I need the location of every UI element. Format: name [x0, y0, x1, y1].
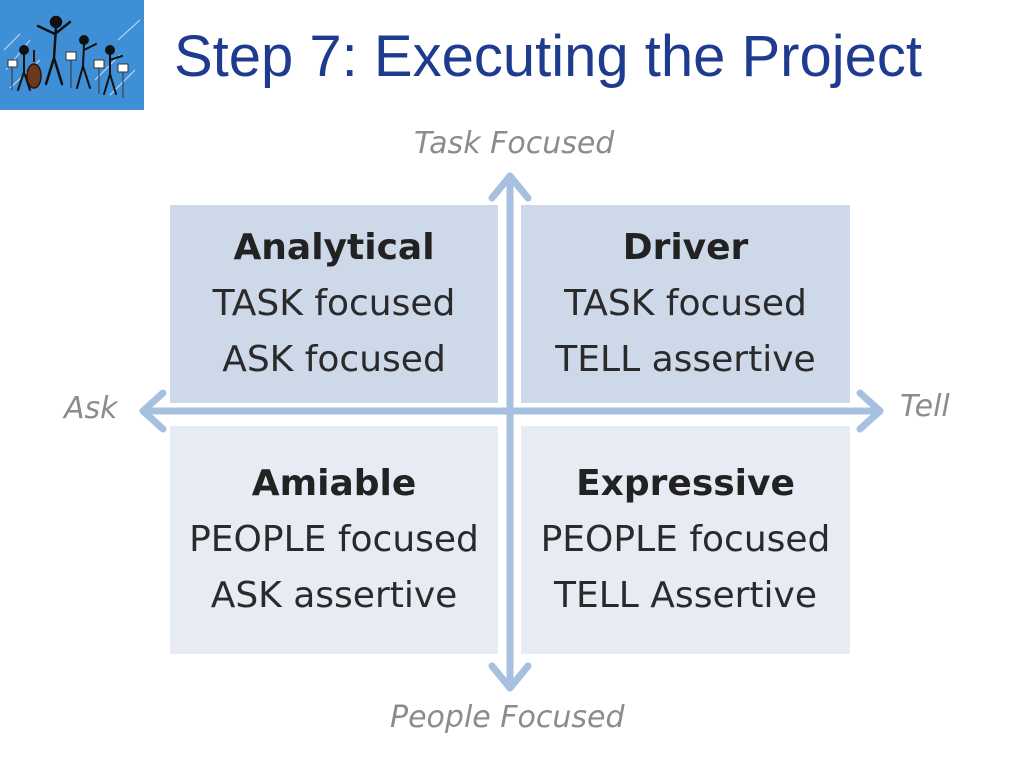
- axis-label-top: Task Focused: [414, 126, 615, 161]
- quadrant-line: ASK assertive: [210, 575, 458, 616]
- quadrant-title: Driver: [622, 227, 749, 268]
- quadrant-line: TASK focused: [564, 283, 807, 324]
- quadrant-line: TELL Assertive: [554, 575, 817, 616]
- axis-label-left: Ask: [64, 391, 118, 426]
- quadrant-line: TASK focused: [212, 283, 456, 324]
- quadrant-line: ASK focused: [222, 339, 446, 380]
- quadrant-title: Analytical: [233, 227, 435, 268]
- quadrant-line: PEOPLE focused: [189, 519, 479, 560]
- logo: [0, 0, 144, 110]
- page-title: Step 7: Executing the Project: [174, 24, 922, 89]
- axis-label-bottom: People Focused: [390, 700, 625, 735]
- orchestra-musicians-icon: [0, 0, 144, 110]
- quadrant-driver: Driver TASK focused TELL assertive: [521, 205, 850, 403]
- arrow-up-icon: [488, 172, 532, 202]
- quadrant-title: Expressive: [576, 463, 795, 504]
- arrow-left-icon: [139, 389, 167, 433]
- quadrant-line: PEOPLE focused: [540, 519, 831, 560]
- arrow-down-icon: [488, 662, 532, 692]
- quadrant-analytical: Analytical TASK focused ASK focused: [170, 205, 498, 403]
- quadrant-expressive: Expressive PEOPLE focused TELL Assertive: [521, 426, 850, 654]
- quadrant-amiable: Amiable PEOPLE focused ASK assertive: [170, 426, 498, 654]
- quadrant-title: Amiable: [251, 463, 417, 504]
- axis-label-right: Tell: [900, 389, 950, 424]
- quadrant-line: TELL assertive: [555, 339, 816, 380]
- arrow-right-icon: [856, 389, 884, 433]
